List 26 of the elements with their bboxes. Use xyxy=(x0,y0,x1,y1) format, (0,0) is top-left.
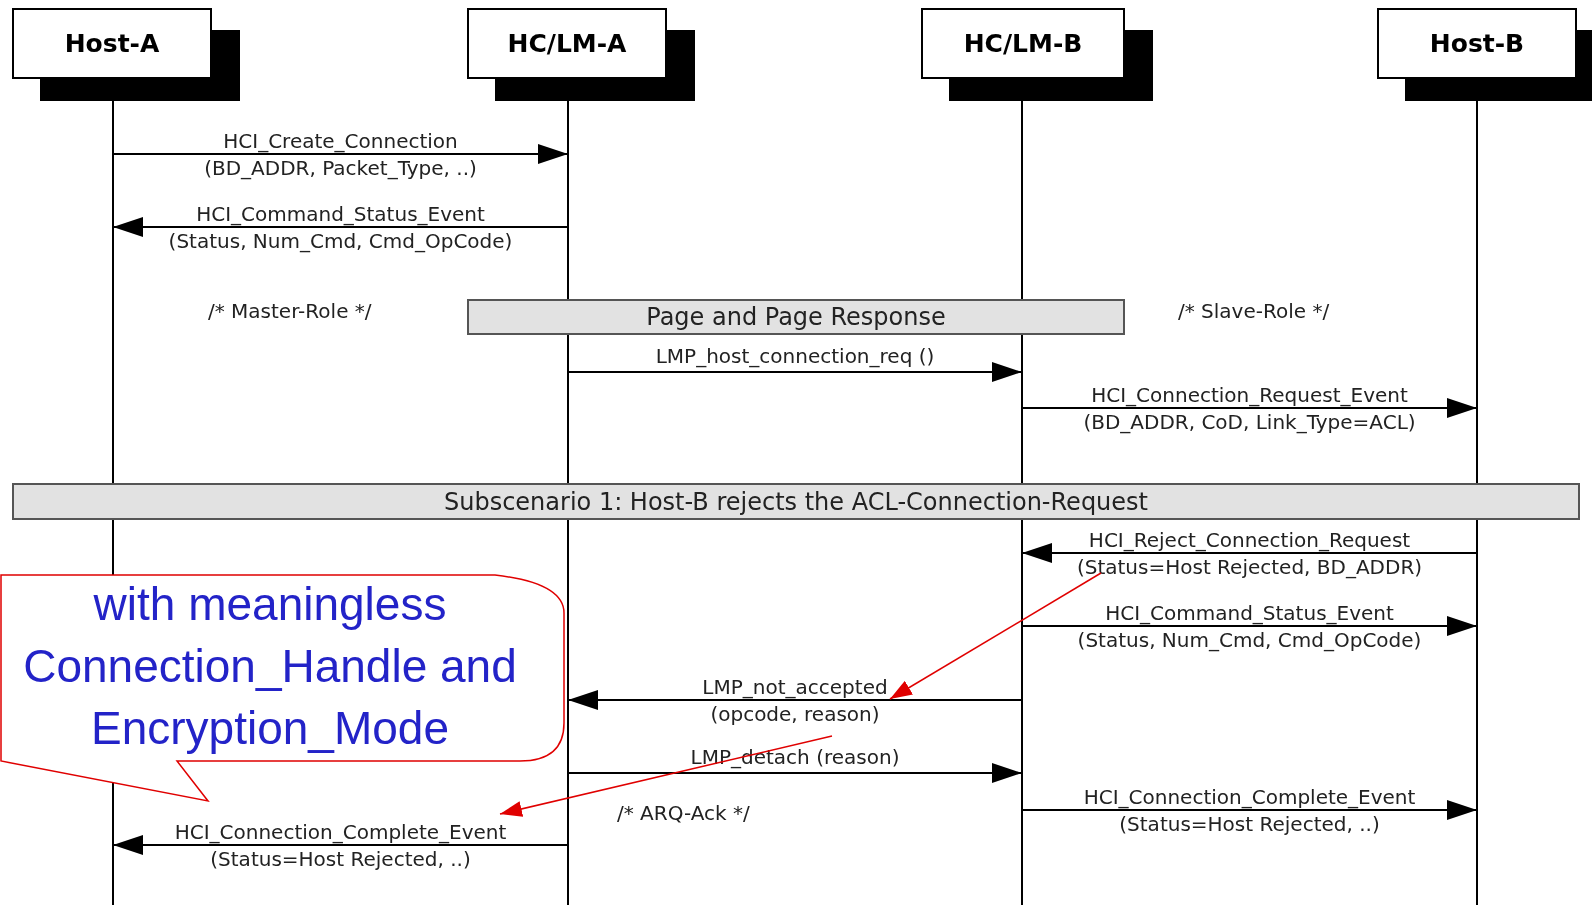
message-arrow xyxy=(112,835,569,855)
message-arrow xyxy=(1021,616,1478,636)
callout-bubble xyxy=(0,573,566,805)
message-arrow xyxy=(112,217,569,237)
message-label: HCI_Command_Status_Event (Status, Num_Cmd, Cmd_OpCode) xyxy=(1077,600,1422,654)
message-label: LMP_not_accepted (opcode, reason) xyxy=(702,674,888,728)
message-label: LMP_host_connection_req () xyxy=(655,343,935,370)
message-arrow xyxy=(1021,800,1478,820)
message-arrow xyxy=(1021,543,1478,563)
section-band: Page and Page Response xyxy=(467,299,1125,335)
message-label: HCI_Connection_Complete_Event (Status=Host Rejected, ..) xyxy=(174,819,507,873)
section-band: Subscenario 1: Host-B rejects the ACL-Connection-Request xyxy=(12,483,1580,520)
message-arrow xyxy=(567,690,1023,710)
message-label: HCI_Reject_Connection_Request (Status=Host Rejected, BD_ADDR) xyxy=(1076,527,1423,581)
callout-text: with meaningless Connection_Handle and Encryption_Mode xyxy=(22,577,518,756)
message-arrow xyxy=(567,362,1023,382)
message-label: HCI_Create_Connection (BD_ADDR, Packet_Type, ..) xyxy=(204,128,477,182)
message-arrow xyxy=(1021,398,1478,418)
role-comment: /* Slave-Role */ xyxy=(1178,299,1330,323)
role-comment: /* Master-Role */ xyxy=(208,299,372,323)
role-comment: /* ARQ-Ack */ xyxy=(617,801,750,825)
message-label: HCI_Connection_Request_Event (BD_ADDR, CoD, Link_Type=ACL) xyxy=(1083,382,1416,436)
message-label: HCI_Connection_Complete_Event (Status=Host Rejected, ..) xyxy=(1083,784,1416,838)
message-label: HCI_Command_Status_Event (Status, Num_Cmd, Cmd_OpCode) xyxy=(168,201,513,255)
message-arrow xyxy=(567,763,1023,783)
message-arrow xyxy=(112,144,569,164)
